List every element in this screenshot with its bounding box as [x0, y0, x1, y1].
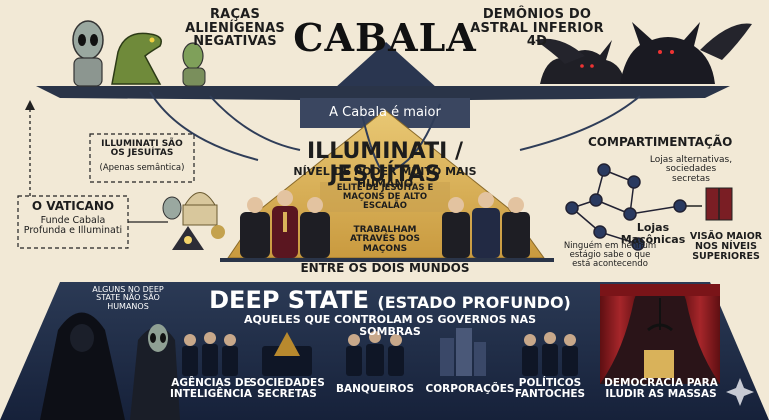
illuminati-subtitle: NÍVEL DE PODER MUITO MAIS HUMANO	[293, 165, 477, 190]
between-worlds: ENTRE OS DOIS MUNDOS	[300, 261, 470, 275]
cabala-bar-text: A Cabala é maior	[329, 105, 441, 120]
group-label-bankers: BANQUEIROS	[335, 383, 415, 395]
note-box-frame	[89, 133, 195, 183]
democracy-stage	[600, 284, 720, 384]
compartment-lodges-mason: Lojas Maçônicas	[620, 221, 686, 246]
vatican-illustration	[162, 192, 225, 250]
influence-arrows	[149, 91, 641, 171]
elite-label-bg	[320, 182, 450, 212]
illuminati-title: ILLUMINATI / JESUÍTAS	[307, 139, 463, 188]
compartment-network	[565, 163, 687, 251]
compartment-title: COMPARTIMENTAÇÃO	[588, 135, 733, 149]
elite-text: ELITE DE JESUÍTAS E MAÇONS DE ALTO ESCAL…	[336, 183, 434, 211]
deep-state-base	[0, 282, 769, 420]
top-left-label: RAÇAS ALIENÍGENAS NEGATIVAS	[185, 7, 285, 50]
group-label-democracy: DEMOCRACIA PARA ILUDIR AS MASSAS	[604, 377, 718, 401]
cabala-pyramid-tip	[335, 42, 437, 88]
deep-state-title-paren: (ESTADO PROFUNDO)	[377, 293, 571, 312]
vatican-text: Funde Cabala Profunda e Illuminati	[23, 215, 123, 236]
deep-state-groups	[182, 328, 578, 376]
group-label-corporations: CORPORAÇÕES	[425, 383, 515, 395]
page-title: CABALA	[293, 15, 477, 60]
compartment-nobody: Ninguém em nenhum estágio sabe o que est…	[563, 241, 657, 269]
aliens-illustration	[72, 20, 206, 87]
note-box-line1: ILLUMINATI SÃO OS JESUÍTAS	[101, 139, 183, 159]
illuminati-people	[240, 190, 530, 258]
arrow-head-vatican-up	[25, 100, 35, 110]
top-right-label: DEMÔNIOS DO ASTRAL INFERIOR 4D	[470, 7, 604, 50]
deep-state-title-main: DEEP STATE	[209, 286, 370, 314]
group-label-puppet-politicians: POLÍTICOS FANTOCHES	[514, 377, 586, 401]
note-box-line2: (Apenas semântica)	[99, 163, 185, 173]
vatican-title: O VATICANO	[31, 199, 115, 213]
compartment-higher: VISÃO MAIOR NOS NÍVEIS SUPERIORES	[689, 231, 763, 262]
deep-state-subtitle: AQUELES QUE CONTROLAM OS GOVERNOS NAS SO…	[243, 313, 537, 338]
between-worlds-bar	[220, 258, 554, 262]
work-text: TRABALHAM ATRAVÉS DOS MAÇONS	[349, 225, 421, 254]
demons-illustration	[535, 22, 752, 84]
hooded-figure	[40, 312, 180, 420]
deep-state-title: DEEP STATE (ESTADO PROFUNDO)	[180, 286, 600, 314]
deep-state-note: ALGUNS NO DEEP STATE NÃO SÃO HUMANOS	[92, 285, 164, 311]
sparkle-icon	[726, 378, 754, 406]
compartment-lodges-alt: Lojas alternativas, sociedades secretas	[649, 155, 733, 184]
group-label-intel: AGÊNCIAS DE INTELIGÊNCIA	[170, 377, 252, 401]
group-label-secret-societies: SOCIEDADES SECRETAS	[249, 377, 325, 401]
